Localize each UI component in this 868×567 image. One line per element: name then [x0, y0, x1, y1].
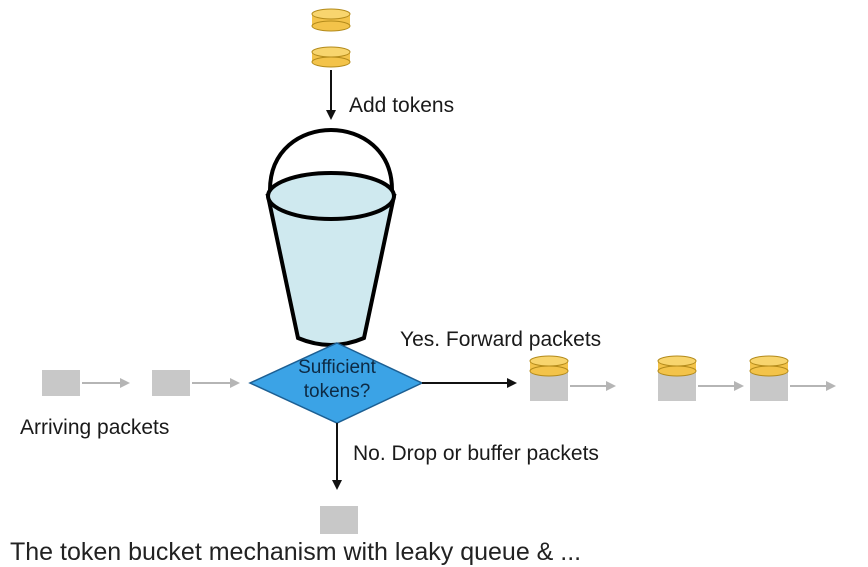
dropped-packet — [320, 506, 358, 534]
bucket — [265, 128, 397, 347]
add-tokens-label: Add tokens — [349, 94, 455, 117]
decision-label: Sufficient tokens? — [252, 356, 422, 404]
token-second — [311, 46, 351, 68]
forward-label: Yes. Forward packets — [400, 328, 602, 351]
bucket-rim — [266, 171, 396, 221]
forwarded-packet — [749, 355, 789, 401]
token-top — [311, 8, 351, 32]
packet — [42, 370, 80, 396]
arriving-packets — [42, 370, 240, 396]
forwarded-packet — [529, 355, 569, 401]
packet — [152, 370, 190, 396]
bucket-handle — [268, 128, 394, 191]
forwarded-packets — [529, 355, 836, 401]
drop-label: No. Drop or buffer packets — [353, 442, 599, 465]
forwarded-packet — [657, 355, 697, 401]
decision-label-line1: Sufficient — [298, 357, 376, 378]
caption-text: The token bucket mechanism with leaky qu… — [10, 538, 582, 566]
arriving-label: Arriving packets — [20, 416, 170, 439]
decision-label-line2: tokens? — [303, 381, 371, 402]
